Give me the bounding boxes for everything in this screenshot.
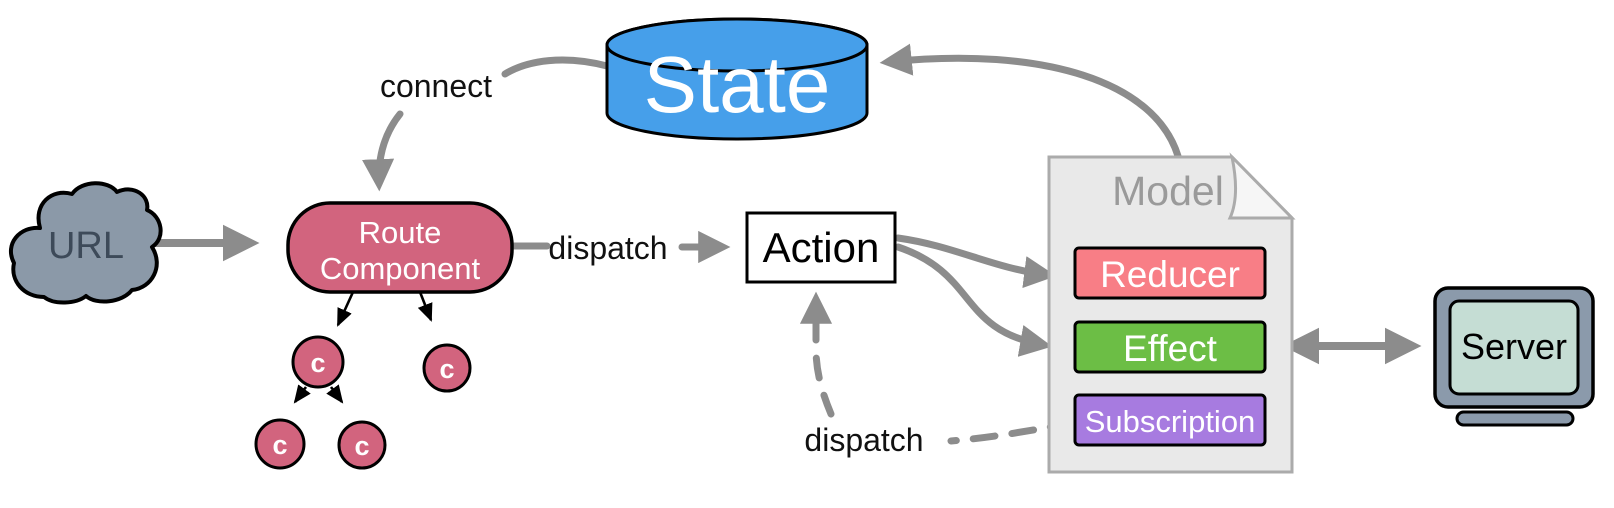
component-circle-4-label: c: [354, 431, 369, 461]
model-label: Model: [1112, 168, 1224, 214]
url-node: URL: [8, 181, 163, 305]
dispatch-action-edge-label: dispatch: [548, 230, 667, 266]
action-node: Action: [745, 211, 897, 284]
server-label: Server: [1461, 326, 1567, 367]
subscription-label: Subscription: [1085, 404, 1256, 439]
url-label: URL: [48, 225, 124, 267]
server-monitor-screen: [1448, 299, 1580, 396]
model-node: Model Reducer Effect Subscription: [1047, 152, 1296, 474]
component-circle-2: [422, 343, 472, 393]
route-component-node: Route Component: [286, 201, 514, 294]
edge-subscription-dashed-2: [812, 345, 835, 418]
edge-model-to-state-arrow: [879, 43, 1182, 160]
edge-c1-to-c3: [293, 384, 311, 404]
component-circle-1: [291, 335, 345, 389]
edge-state-to-connect: [501, 56, 611, 78]
server-monitor-stand: [1455, 410, 1575, 427]
component-circle-2-label: c: [439, 354, 454, 384]
model-document-shape: [1047, 155, 1294, 474]
edge-route-to-c1: [336, 291, 355, 327]
state-label: State: [644, 40, 831, 129]
component-circle-3: [254, 418, 306, 470]
model-folded-corner: [1227, 152, 1296, 220]
edge-route-to-c2: [417, 291, 433, 322]
edge-action-to-effect-arrow: [894, 243, 1053, 357]
effect-box: [1073, 320, 1267, 374]
edge-c1-to-c4: [326, 384, 344, 404]
action-label: Action: [763, 224, 880, 271]
action-shape: [745, 211, 897, 284]
state-cylinder-top: [605, 17, 869, 73]
component-circle-3-label: c: [272, 430, 287, 460]
server-node: Server: [1433, 286, 1595, 427]
route-component-label-line1: Route: [359, 215, 442, 250]
reducer-label: Reducer: [1100, 254, 1240, 295]
url-cloud-shape: [8, 181, 163, 305]
component-circle-4: [337, 420, 387, 470]
reducer-box: [1073, 246, 1267, 300]
effect-label: Effect: [1123, 328, 1218, 369]
component-circle-1-label: c: [310, 348, 325, 378]
edge-connect-to-route-arrow: [361, 110, 404, 192]
route-component-shape: [286, 201, 514, 294]
route-component-label-line2: Component: [320, 251, 481, 286]
state-node: State: [605, 17, 869, 141]
dispatch-subscription-edge-label: dispatch: [804, 422, 923, 458]
connect-edge-label: connect: [380, 68, 492, 104]
edge-action-to-reducer-arrow: [894, 234, 1057, 289]
subscription-box: [1073, 393, 1267, 447]
component-tree: c c c c: [254, 335, 472, 470]
